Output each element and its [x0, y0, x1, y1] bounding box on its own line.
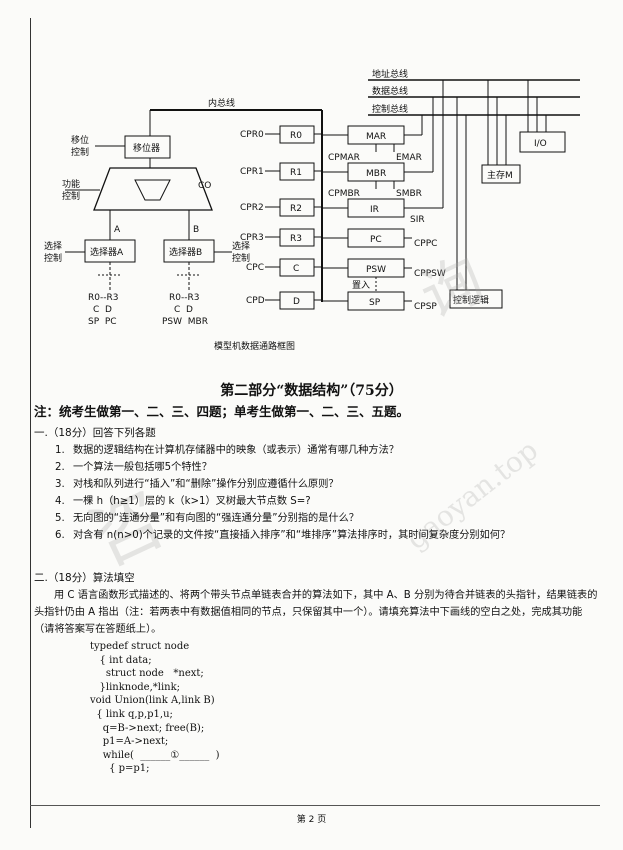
list-item: 5. 无向图的“连通分量”和有向图的“强连通分量”分别指的是什么？ [55, 510, 600, 527]
list-item: 1. 数据的逻辑结构在计算机存储器中的映象（或表示）通常有哪几种方法？ [55, 442, 600, 459]
function-control-label: 功能 [62, 178, 80, 190]
cppsw-label: CPPSW [414, 269, 446, 279]
control-logic-box: 控制逻辑 [453, 294, 489, 306]
cp-label-d: CPD [246, 296, 265, 306]
question-2-heading: 二.（18分）算法填空 [34, 572, 135, 584]
cpmar-label: CPMAR [328, 153, 360, 163]
item-number: 5. [55, 513, 65, 524]
cppc-label: CPPC [414, 239, 437, 249]
control-bus-label: 控制总线 [372, 103, 408, 115]
emar-label: EMAR [396, 153, 422, 163]
diagram-caption: 模型机数据通路框图 [214, 340, 295, 352]
list-item: 4. 一棵 h（h≥1）层的 k（k>1）叉树最大节点数 S=? [55, 493, 600, 510]
section-title: 第二部分“数据结构”（75分） [220, 383, 403, 399]
item-text: 无向图的“连通分量”和有向图的“强连通分量”分别指的是什么？ [73, 513, 359, 524]
page-border-left [30, 18, 31, 828]
register-c: C [293, 264, 299, 274]
register-psw: PSW [366, 265, 386, 275]
item-number: 3. [55, 479, 65, 490]
selector-a-box: 选择器A [90, 246, 124, 258]
select-control-right-label-2: 控制 [232, 252, 250, 264]
cp-label-r2: CPR2 [240, 203, 264, 213]
cp-label-c: CPC [246, 263, 264, 273]
cp-label-r0: CPR0 [240, 130, 264, 140]
register-sp: SP [369, 298, 381, 308]
register-mar: MAR [366, 132, 386, 142]
selector-b-source-1: R0--R3 [169, 293, 199, 303]
register-r0: R0 [290, 131, 302, 141]
alu-input-b-label: B [193, 225, 199, 235]
list-item: 3. 对栈和队列进行“插入”和“删除”操作分别应遵循什么原则？ [55, 476, 600, 493]
selector-b-box: 选择器B [169, 246, 202, 258]
item-text: 数据的逻辑结构在计算机存储器中的映象（或表示）通常有哪几种方法？ [73, 445, 399, 456]
shifter-box: 移位器 [133, 142, 160, 154]
list-item: 6. 对含有 n(n>0)个记录的文件按“直接插入排序”和“堆排序”算法排序时，其… [55, 527, 600, 544]
register-ir: IR [370, 205, 379, 215]
item-text: 一个算法一般包括哪5个特性？ [73, 462, 212, 473]
question-1-list: 1. 数据的逻辑结构在计算机存储器中的映象（或表示）通常有哪几种方法？ 2. 一个算… [55, 442, 600, 544]
select-control-left-label-2: 控制 [44, 252, 62, 264]
item-number: 6. [55, 530, 65, 541]
selector-a-source-3: SP PC [88, 317, 117, 327]
exam-note: 注：统考生做第一、二、三、四题；单考生做第一、二、三、五题。 [34, 404, 410, 419]
code-listing: typedef struct node { int data; struct n… [90, 641, 220, 775]
register-r3: R3 [290, 234, 302, 244]
item-text: 对含有 n(n>0)个记录的文件按“直接插入排序”和“堆排序”算法排序时，其时间… [73, 530, 511, 541]
carry-out-label: CO [198, 181, 211, 191]
selector-a-source-1: R0--R3 [88, 293, 118, 303]
item-text: 对栈和队列进行“插入”和“删除”操作分别应遵循什么原则？ [73, 479, 339, 490]
address-bus-label: 地址总线 [372, 68, 408, 80]
register-r2: R2 [290, 204, 302, 214]
page-number: 第 2 页 [296, 815, 327, 825]
datapath-diagram: 地址总线 数据总线 控制总线 内总线 移位器 移位 控制 功能 控制 CO A … [44, 68, 580, 352]
item-text: 一棵 h（h≥1）层的 k（k>1）叉树最大节点数 S=? [73, 496, 311, 507]
alu-input-a-label: A [114, 225, 121, 235]
selector-b-source-2: C D [174, 305, 193, 315]
selector-a-source-2: C D [93, 305, 112, 315]
sir-label: SIR [410, 215, 425, 225]
cp-label-r1: CPR1 [240, 167, 264, 177]
main-memory-box: 主存M [487, 169, 513, 181]
item-number: 1. [55, 445, 65, 456]
internal-bus-label: 内总线 [208, 97, 235, 109]
register-r1: R1 [290, 168, 302, 178]
cpmbr-label: CPMBR [328, 189, 360, 199]
page-border-bottom [30, 805, 600, 806]
item-number: 4. [55, 496, 65, 507]
cp-label-r3: CPR3 [240, 233, 264, 243]
register-mbr: MBR [366, 169, 386, 179]
selector-b-source-3: PSW MBR [162, 317, 208, 327]
function-control-label-2: 控制 [62, 190, 80, 202]
smbr-label: SMBR [396, 189, 422, 199]
cpsp-label: CPSP [414, 302, 437, 312]
item-number: 2. [55, 462, 65, 473]
question-2-paragraph: 用 C 语言函数形式描述的、将两个带头节点单链表合并的算法如下，其中 A、B 分… [34, 590, 598, 635]
io-box: I/O [534, 139, 547, 149]
register-pc: PC [370, 235, 382, 245]
set-in-label: 置入 [352, 280, 370, 291]
question-1-heading: 一.（18分）回答下列各题 [34, 427, 156, 439]
shift-control-label-2: 控制 [71, 146, 89, 158]
list-item: 2. 一个算法一般包括哪5个特性？ [55, 459, 600, 476]
register-d: D [293, 297, 300, 307]
select-control-left-label: 选择 [44, 240, 62, 252]
select-control-right-label: 选择 [232, 240, 250, 252]
data-bus-label: 数据总线 [372, 85, 408, 97]
shift-control-label: 移位 [71, 134, 89, 146]
